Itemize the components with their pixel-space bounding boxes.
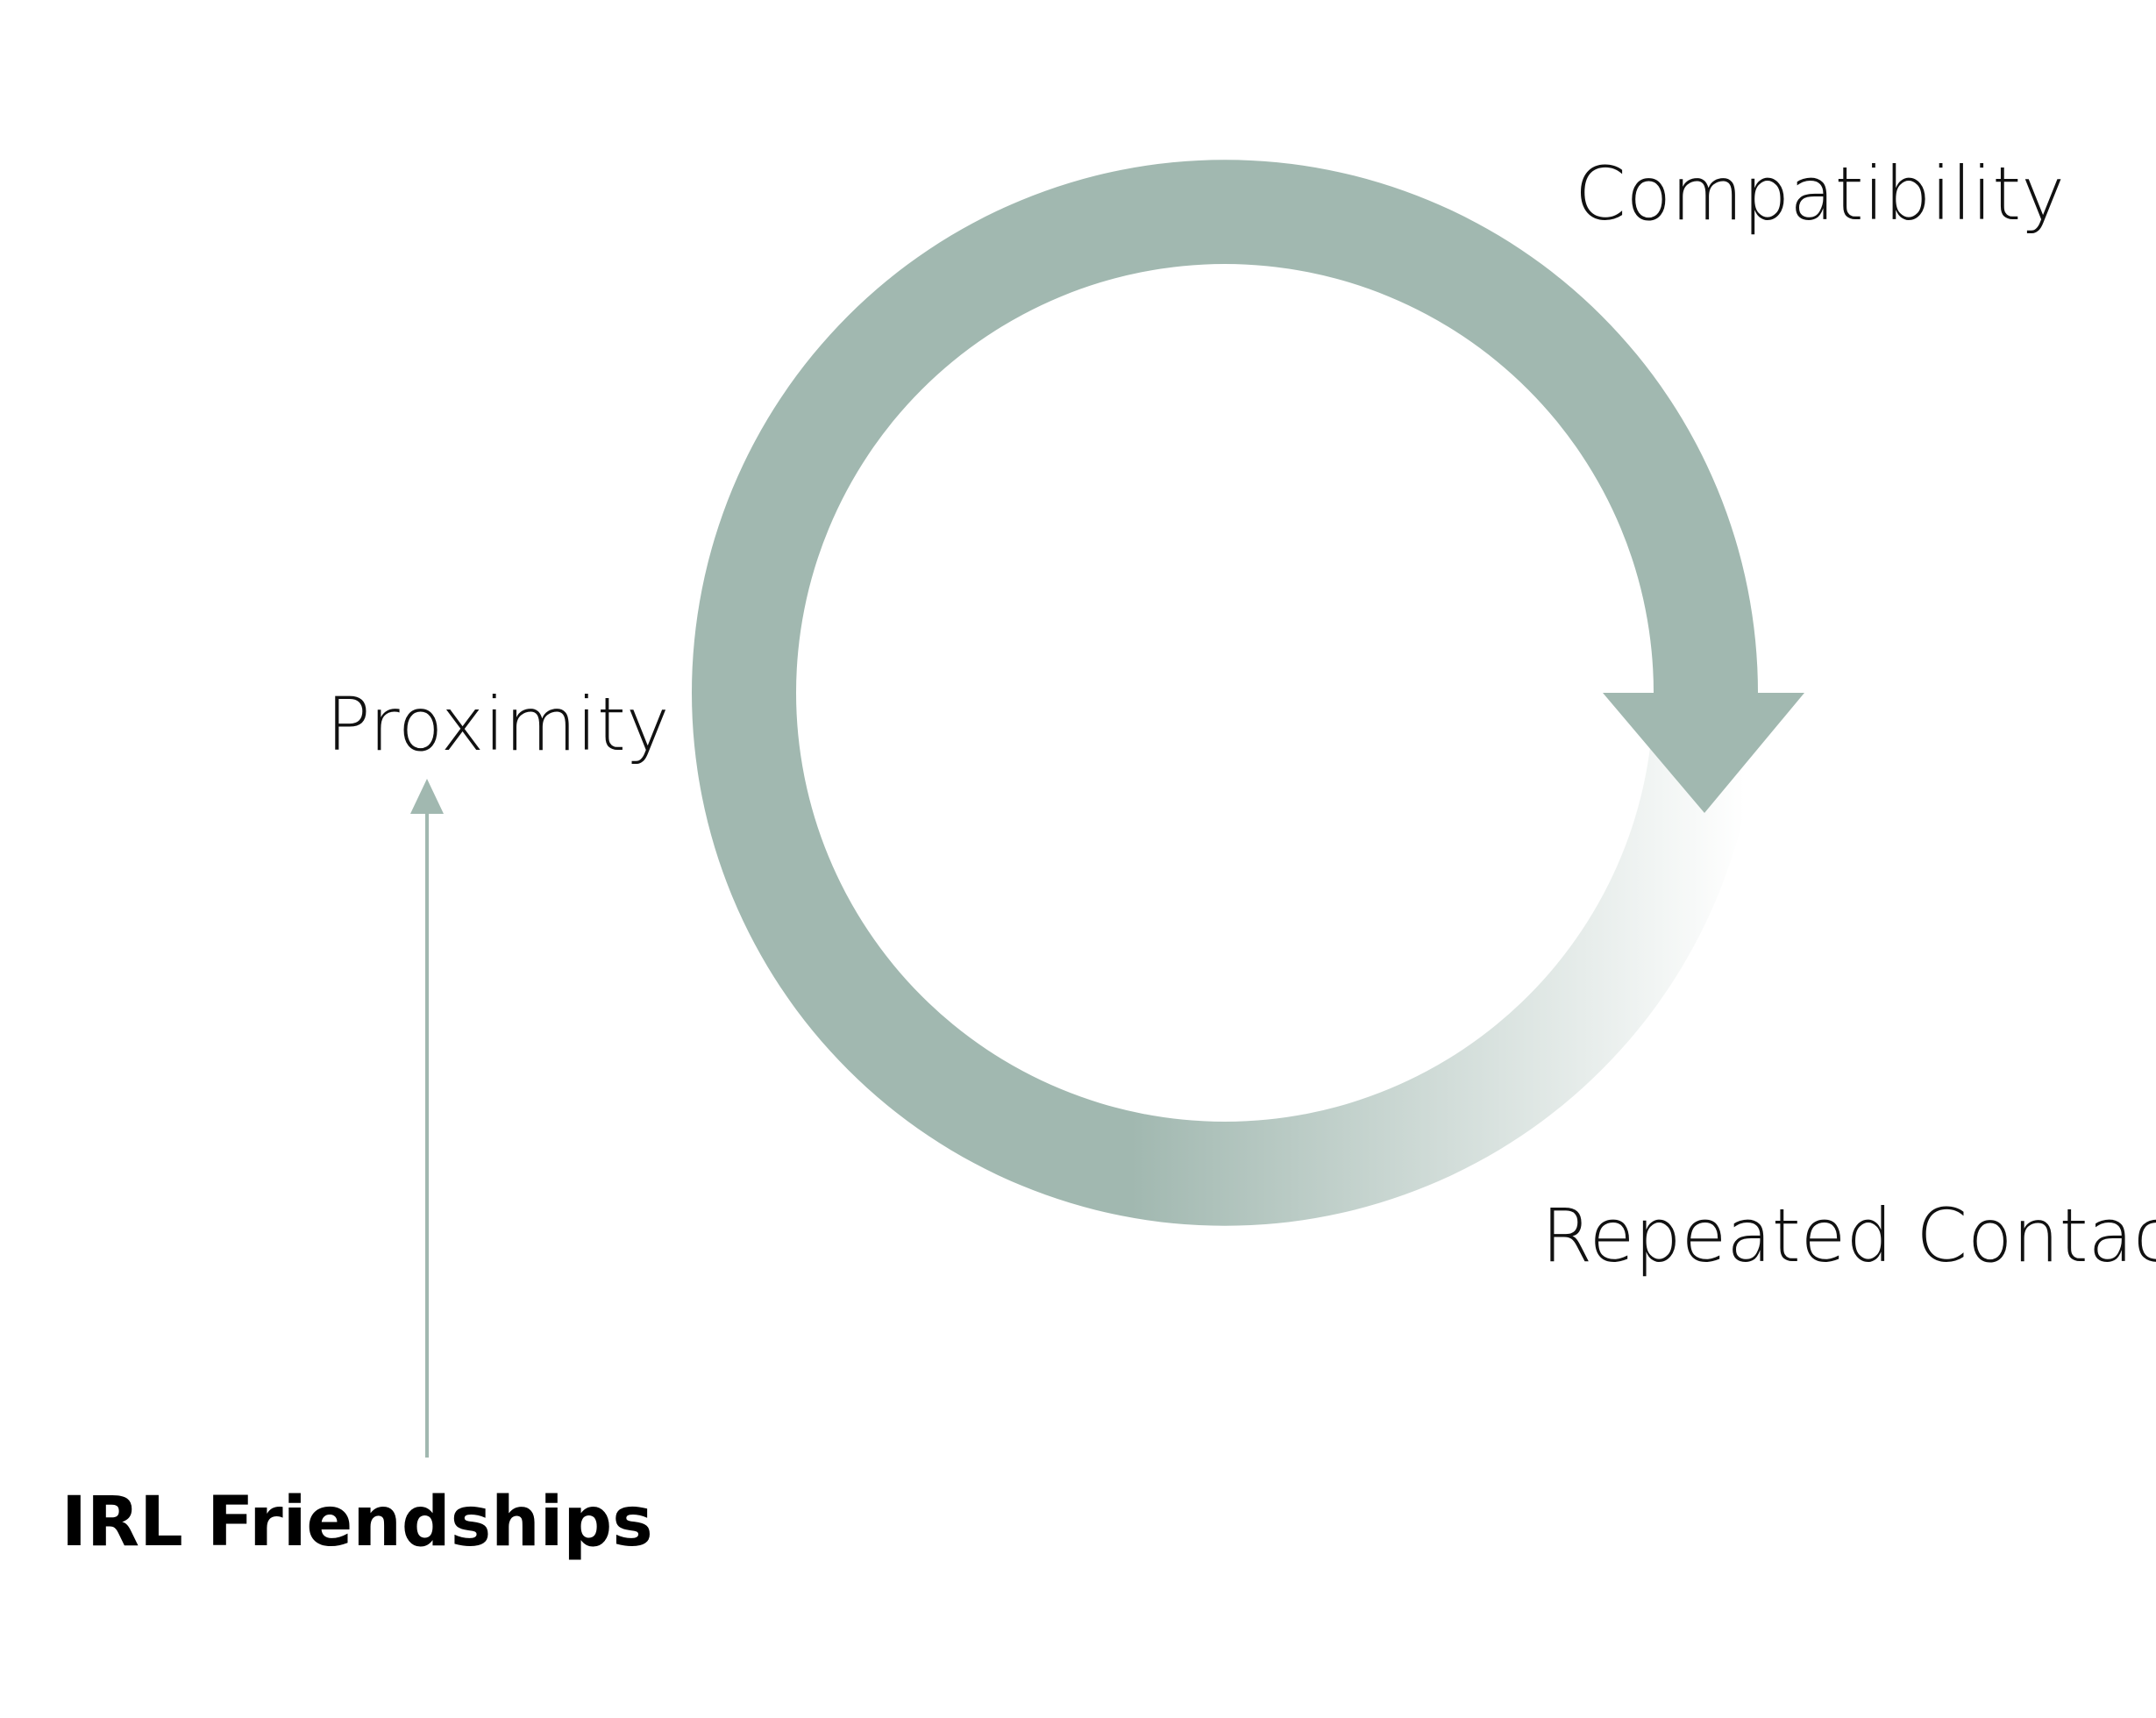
cycle-arrowhead-icon <box>1603 693 1804 813</box>
label-irl-friendships: IRL Friendships <box>61 1483 653 1562</box>
label-compatibility: Compatibility <box>1575 151 2065 237</box>
label-repeated-contact: Repeated Contact <box>1541 1193 2156 1279</box>
cycle-ring-top <box>692 160 1758 693</box>
cycle-ring-bottom <box>692 693 1758 1226</box>
label-proximity: Proximity <box>326 681 670 767</box>
proximity-arrow-head-icon <box>410 779 444 814</box>
